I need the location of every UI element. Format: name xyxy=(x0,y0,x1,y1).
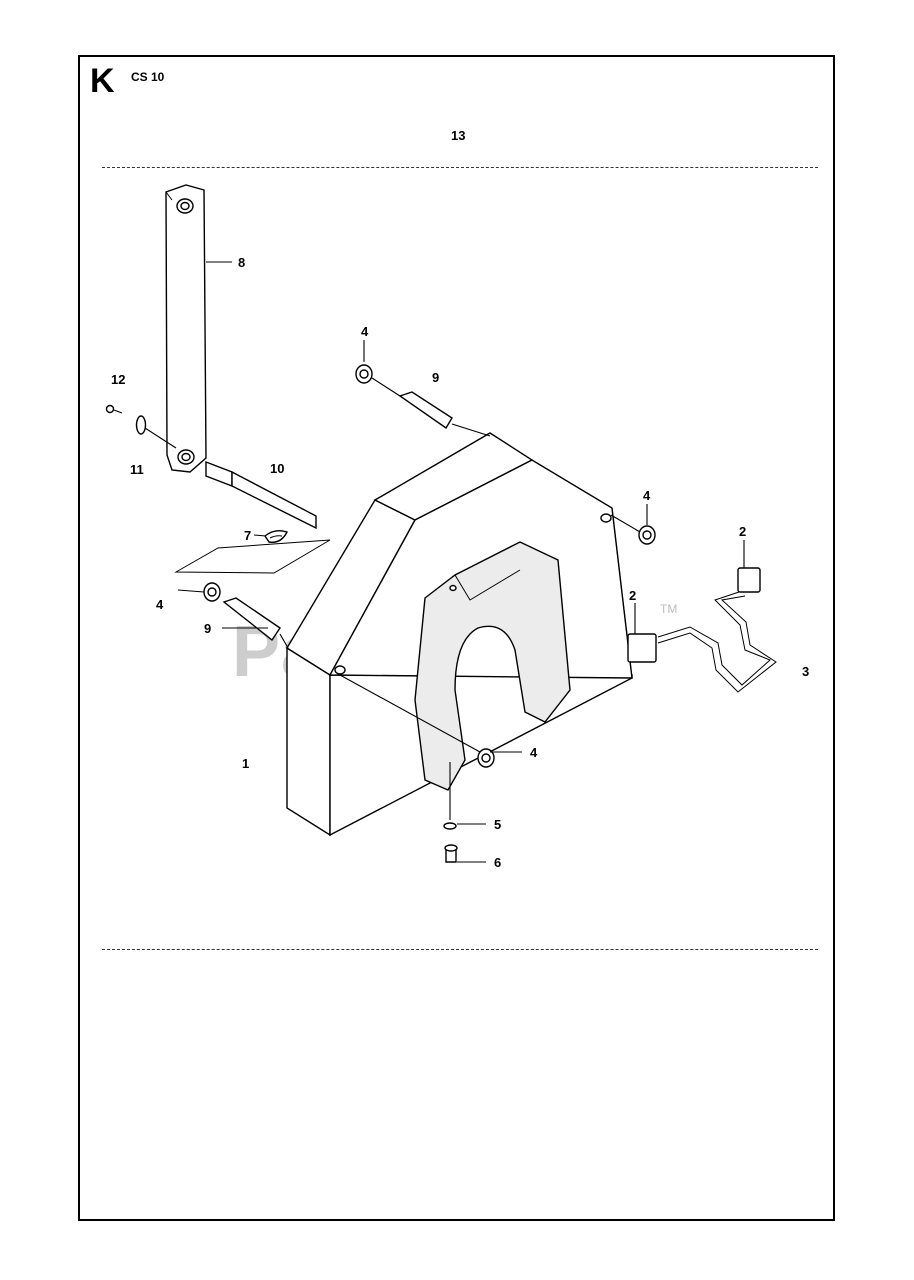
callout-2b: 2 xyxy=(739,524,746,539)
callout-4a: 4 xyxy=(361,324,369,339)
section-letter: K xyxy=(90,62,115,100)
top-divider xyxy=(102,167,818,168)
callout-7: 7 xyxy=(244,528,251,543)
callout-labels: 1 2 2 3 4 4 4 4 5 6 7 8 9 9 10 11 12 xyxy=(111,255,809,870)
part-spacer-upper xyxy=(355,364,491,437)
callout-4b: 4 xyxy=(643,488,651,503)
callout-2a: 2 xyxy=(629,588,636,603)
part-plate xyxy=(174,539,331,574)
callout-1: 1 xyxy=(242,756,249,771)
part-rod-assembly xyxy=(627,567,777,693)
model-label: CS 10 xyxy=(131,70,165,84)
part-u-bracket xyxy=(414,541,571,791)
callout-8: 8 xyxy=(238,255,245,270)
part-pin xyxy=(205,460,317,530)
callout-6: 6 xyxy=(494,855,501,870)
page-number: 13 xyxy=(451,128,466,143)
part-washer-bottom xyxy=(339,674,495,863)
callout-9a: 9 xyxy=(432,370,439,385)
callout-10: 10 xyxy=(270,461,284,476)
bottom-divider xyxy=(102,949,818,950)
watermark-tm: TM xyxy=(660,602,677,616)
part-bolt-washer xyxy=(105,404,177,449)
callout-9b: 9 xyxy=(204,621,211,636)
part-clip xyxy=(264,529,288,543)
callout-12: 12 xyxy=(111,372,125,387)
part-arm-link xyxy=(165,184,207,473)
callout-4c: 4 xyxy=(156,597,164,612)
leader-lines xyxy=(177,261,745,863)
callout-3: 3 xyxy=(802,664,809,679)
callout-4d: 4 xyxy=(530,745,538,760)
page-frame xyxy=(78,55,835,1221)
callout-11: 11 xyxy=(130,462,144,477)
callout-5: 5 xyxy=(494,817,501,832)
part-washer-right xyxy=(610,514,656,545)
